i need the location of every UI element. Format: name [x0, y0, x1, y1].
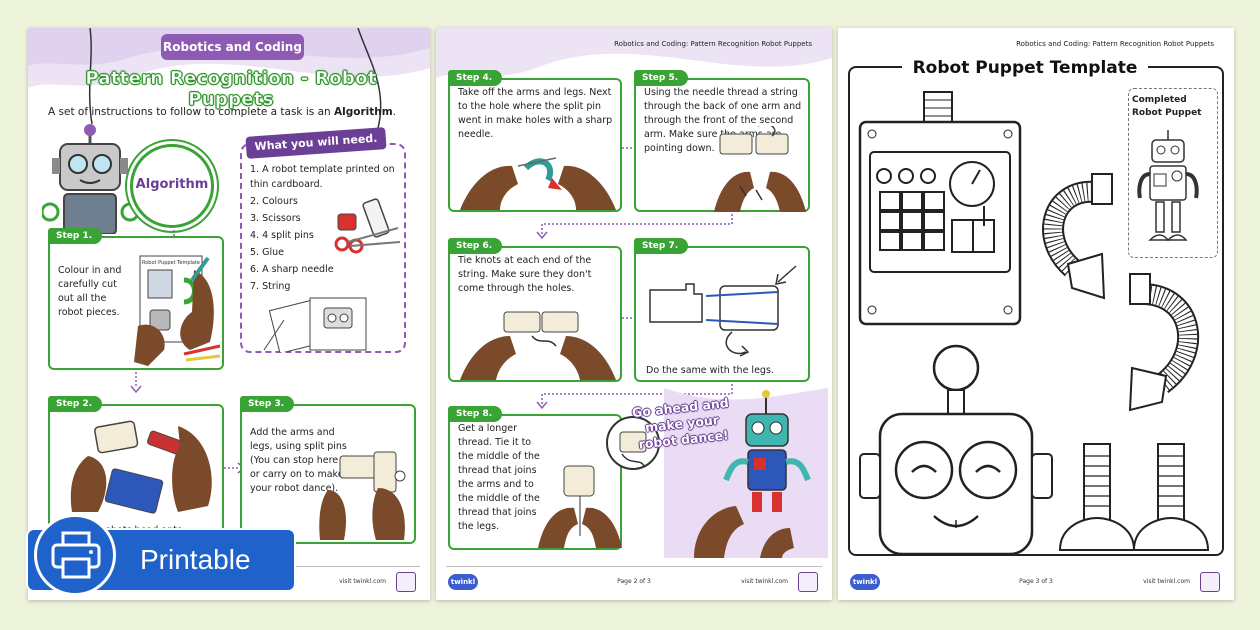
- final-thread-illustration: [538, 465, 622, 548]
- printer-icon: [51, 531, 101, 579]
- template-title: Robot Puppet Template: [902, 54, 1148, 82]
- footer-badge-icon: [1200, 572, 1220, 592]
- step-text: Take off the arms and legs. Next to the …: [458, 87, 613, 140]
- legs-threading-illustration: [649, 265, 797, 357]
- step-5-card: Step 5. Using the needle thread a string…: [634, 70, 810, 212]
- mini-template-title: Robot Puppet Template: [142, 260, 200, 266]
- template-sheets-illustration: [263, 297, 367, 352]
- materials-item: 3. Scissors: [250, 213, 301, 224]
- step-label: Step 5.: [634, 70, 689, 86]
- page-header: Robotics and Coding: Pattern Recognition…: [614, 40, 812, 48]
- split-pin-illustration: [319, 451, 406, 540]
- worksheet-page-3: Robotics and Coding: Pattern Recognition…: [838, 28, 1234, 600]
- page-number: Page 2 of 3: [617, 578, 651, 585]
- website-text: visit twinkl.com: [1143, 578, 1190, 585]
- step-text: Do the same with the legs.: [646, 365, 774, 376]
- robot-arm-template: [1128, 273, 1199, 412]
- step-text: Tie knots at each end of the string. Mak…: [458, 255, 592, 294]
- robot-illustration: [42, 124, 138, 234]
- step-7-card: Step 7. Do the same with the legs.: [634, 238, 810, 382]
- robot-body-template: [858, 91, 1022, 326]
- dancing-robot-illustration: [664, 388, 828, 558]
- completed-robot-icon: [1137, 130, 1199, 241]
- step-4-card: Step 4. Take off the arms and legs. Next…: [448, 70, 622, 212]
- glue-scissors-illustration: [334, 198, 401, 254]
- step-1-card: Step 1. Colour in and carefully cut out …: [48, 228, 224, 370]
- step-label: Step 2.: [48, 396, 103, 412]
- page-header: Robotics and Coding: Pattern Recognition…: [1016, 40, 1214, 48]
- materials-item: 4. 4 split pins: [250, 230, 314, 241]
- materials-list: 1. A robot template printed on thin card…: [250, 162, 400, 296]
- twinkl-logo: twinkl: [448, 574, 478, 590]
- algorithm-badge: Algorithm: [130, 144, 214, 228]
- step-3-card: Step 3. Add the arms and legs, using spl…: [240, 396, 416, 544]
- page-footer: twinkl Page 3 of 3 visit twinkl.com: [838, 566, 1234, 600]
- step-label: Step 7.: [634, 238, 689, 254]
- header-wave-decoration: [436, 28, 832, 78]
- step-label: Step 1.: [48, 228, 103, 244]
- arrow-down-left-icon: [536, 384, 733, 410]
- robot-head-template: [859, 344, 1053, 556]
- step-label: Step 6.: [448, 238, 503, 254]
- materials-item: 2. Colours: [250, 196, 298, 207]
- robot-legs-template: [1058, 443, 1210, 551]
- colouring-illustration: Robot Puppet Template: [134, 255, 221, 366]
- completed-puppet-box: [1128, 88, 1218, 258]
- footer-badge-icon: [396, 572, 416, 592]
- twinkl-logo: twinkl: [850, 574, 880, 590]
- gluing-illustration: [70, 420, 212, 514]
- arrow-down-icon: [130, 372, 142, 394]
- magnifier-detail-icon: [606, 416, 660, 470]
- materials-item: 7. String: [250, 281, 291, 292]
- printer-icon-circle: [34, 514, 116, 596]
- step-text: Colour in and carefully cut out all the …: [58, 265, 122, 318]
- arrow-down-left-icon: [536, 214, 733, 240]
- robot-arm-template: [1042, 173, 1113, 300]
- step-label: Step 8.: [448, 406, 503, 422]
- printable-label: Printable: [140, 544, 251, 575]
- website-text: visit twinkl.com: [339, 578, 386, 585]
- printable-badge: Printable: [26, 514, 296, 596]
- needle-illustration: [460, 157, 616, 210]
- page-number: Page 3 of 3: [1019, 578, 1053, 585]
- materials-item: 6. A sharp needle: [250, 264, 334, 275]
- page-footer: twinkl Page 2 of 3 visit twinkl.com: [436, 566, 832, 600]
- worksheet-page-1: Robotics and Coding Pattern Recognition …: [28, 28, 430, 600]
- step-label: Step 4.: [448, 70, 503, 86]
- worksheet-page-2: Robotics and Coding: Pattern Recognition…: [436, 28, 832, 600]
- section-tab: Robotics and Coding: [161, 34, 304, 60]
- tying-knot-illustration: [460, 311, 616, 380]
- threading-illustration: [714, 126, 806, 212]
- intro-text: A set of instructions to follow to compl…: [48, 106, 397, 118]
- step-8-card: Step 8. Get a longer thread. Tie it to t…: [448, 406, 622, 550]
- step-6-card: Step 6. Tie knots at each end of the str…: [448, 238, 622, 382]
- step-text: Using the needle thread a string through…: [644, 87, 802, 154]
- footer-badge-icon: [798, 572, 818, 592]
- materials-item: 1. A robot template printed on thin card…: [250, 164, 395, 190]
- completed-puppet-label: Completed Robot Puppet: [1132, 95, 1202, 118]
- step-text: Add the arms and legs, using split pins …: [250, 427, 347, 494]
- step-label: Step 3.: [240, 396, 295, 412]
- step-text: Get a longer thread. Tie it to the middl…: [458, 423, 540, 532]
- page-title: Pattern Recognition - Robot Puppets: [85, 68, 377, 111]
- website-text: visit twinkl.com: [741, 578, 788, 585]
- materials-item: 5. Glue: [250, 247, 284, 258]
